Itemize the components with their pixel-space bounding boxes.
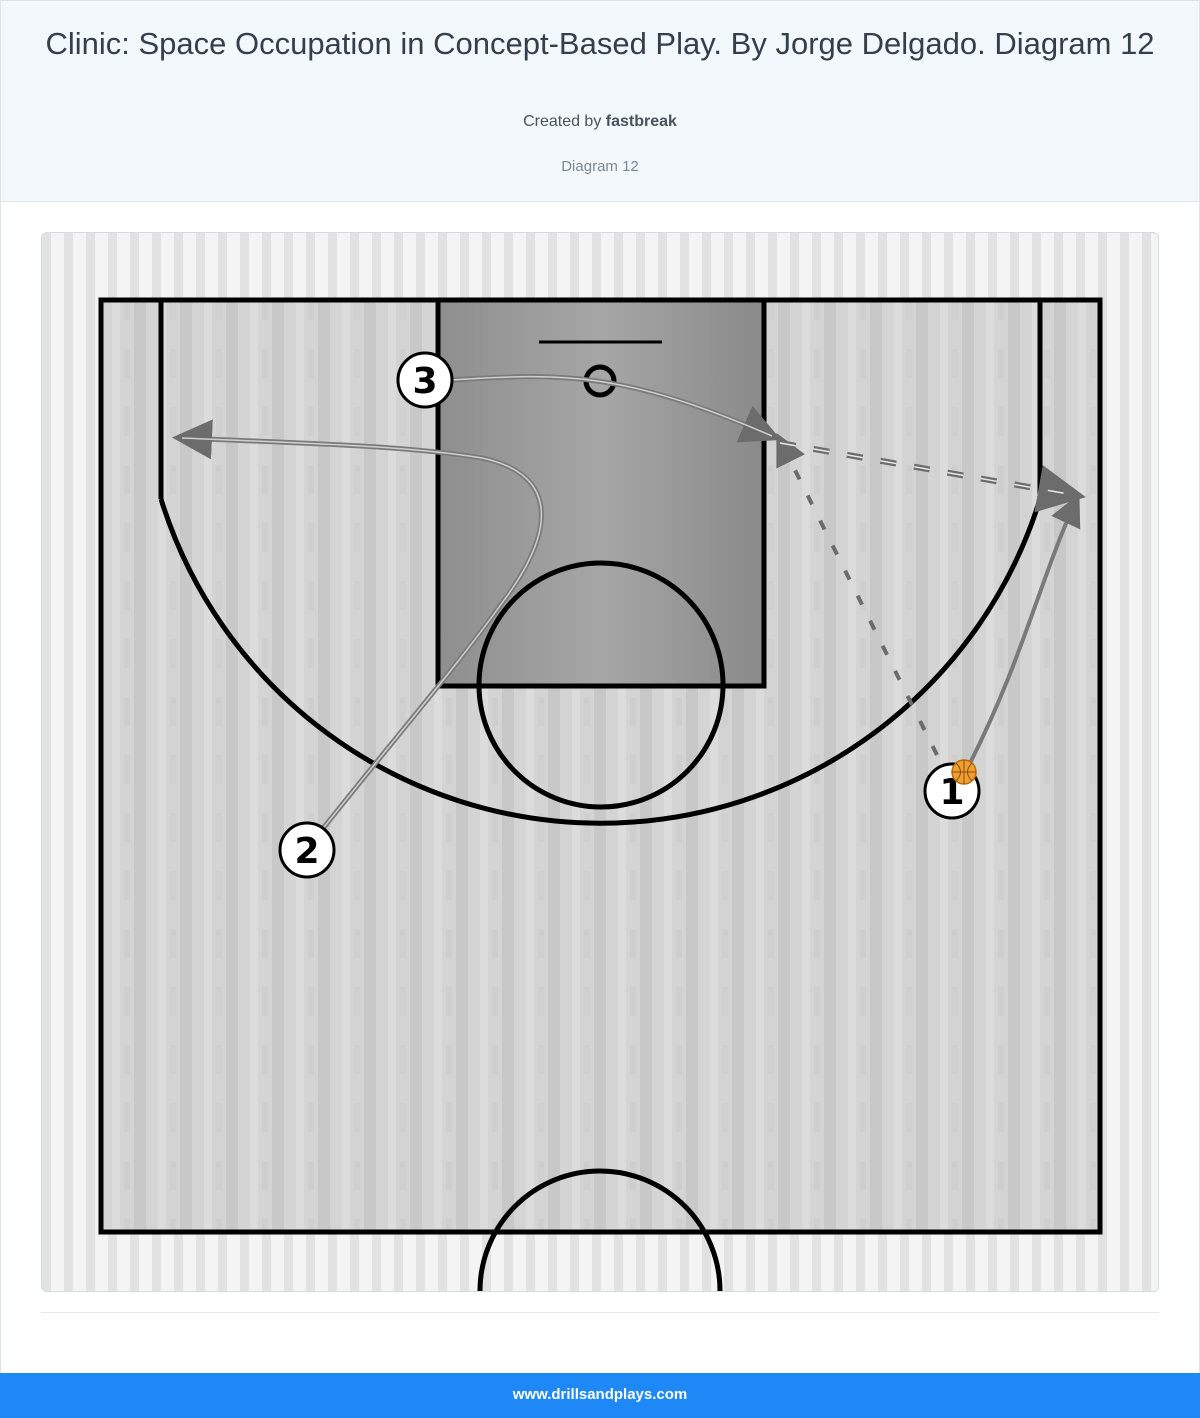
created-by-label: Created by [523, 113, 602, 130]
court-svg: 3 2 1 [42, 233, 1158, 1291]
pass-line-3-to-1-highlight [779, 442, 1075, 496]
basketball-icon [951, 759, 977, 785]
diagram-subtitle: Diagram 12 [561, 158, 639, 175]
footer-site-link[interactable]: www.drillsandplays.com [512, 1386, 688, 1403]
player-3-label: 3 [412, 361, 437, 402]
player-2: 2 [278, 821, 336, 879]
play-diagram: 3 2 1 [41, 232, 1159, 1292]
page-title: Clinic: Space Occupation in Concept-Base… [45, 26, 1155, 61]
created-by: Created by fastbreak [1, 113, 1199, 131]
player-2-label: 2 [294, 831, 319, 872]
court-lines [98, 297, 1103, 1291]
paint-area [438, 300, 764, 686]
cut-path-player-3-highlight [451, 375, 773, 437]
author-link[interactable]: fastbreak [605, 113, 677, 130]
footer: www.drillsandplays.com [0, 1373, 1200, 1418]
content-divider [41, 1312, 1159, 1313]
player-3: 3 [396, 351, 454, 409]
page-header: Clinic: Space Occupation in Concept-Base… [0, 0, 1200, 202]
dribble-path-player-1 [964, 493, 1081, 772]
pass-line-1-to-3 [776, 432, 939, 756]
cut-path-player-2-highlight [181, 437, 543, 851]
